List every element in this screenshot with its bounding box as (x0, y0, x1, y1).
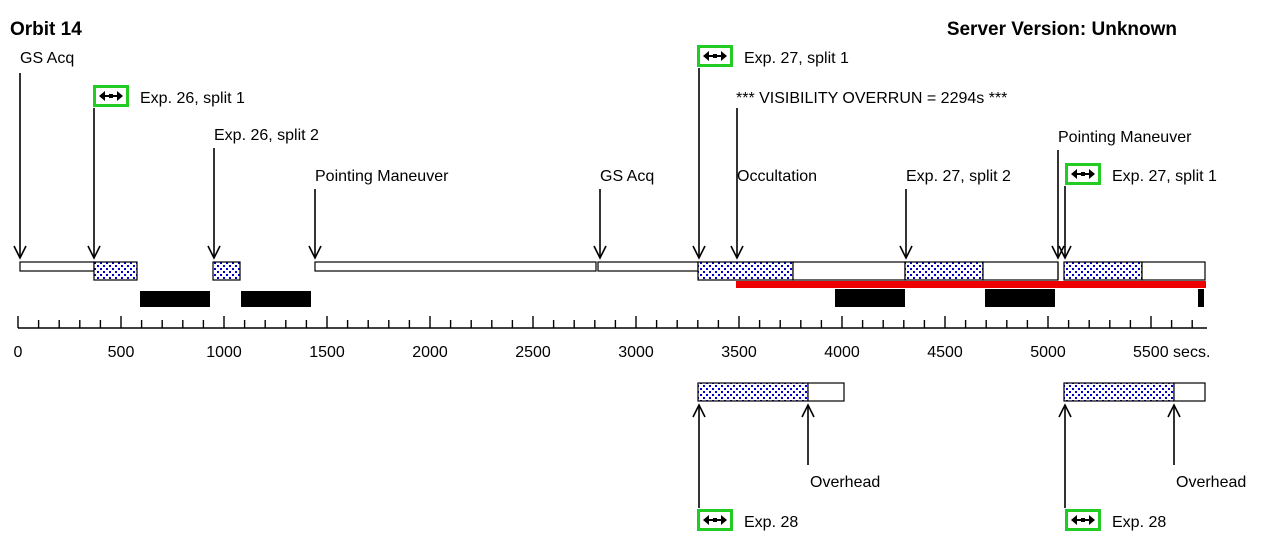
exp28-timeline-1: Overhead Exp. 28 (692, 382, 880, 531)
label-pointing-maneuver-1: Pointing Maneuver (315, 168, 449, 185)
bar-gs-acq-1 (19, 261, 95, 272)
label-gs-acq-2: GS Acq (600, 168, 654, 185)
tick-label: 1000 (206, 344, 242, 361)
arrow-exp27-split2 (899, 189, 913, 259)
bar-overhead-1 (807, 382, 845, 402)
bar-exp26-split1[interactable] (93, 261, 138, 281)
bar-exp27-split1-b[interactable] (1063, 261, 1143, 281)
tick-label: 1500 (309, 344, 345, 361)
bar-gap-occultation (792, 261, 906, 281)
arrow-pointing-maneuver-2 (1051, 150, 1065, 259)
arrow-pointing-maneuver-1 (308, 189, 322, 259)
arrow-gs-acq-2 (593, 189, 607, 259)
visibility-overrun-warning: *** VISIBILITY OVERRUN = 2294s *** (736, 90, 1007, 107)
label-occultation: Occultation (737, 168, 817, 185)
timeline-bars (19, 261, 1206, 281)
arrow-gs-acq-1 (13, 73, 27, 259)
occultation-block (1198, 289, 1204, 307)
orbit-title: Orbit 14 (10, 19, 82, 40)
arrow-occultation (730, 108, 744, 259)
label-gs-acq-1: GS Acq (20, 50, 74, 67)
tick-label: 3000 (618, 344, 654, 361)
bar-pointing-maneuver-1 (314, 261, 597, 272)
tick-label: 500 (108, 344, 135, 361)
occultation-block (835, 289, 905, 307)
axis-tick-labels: 0 500 1000 1500 2000 2500 3000 3500 4000… (14, 344, 1211, 361)
bar-exp27-split2[interactable] (904, 261, 984, 281)
bar-exp27-split1[interactable] (697, 261, 794, 281)
visibility-overrun-bar (736, 281, 1206, 288)
label-overhead-1: Overhead (810, 474, 880, 491)
label-exp26-split1: Exp. 26, split 1 (140, 90, 245, 107)
server-version: Server Version: Unknown (947, 19, 1177, 40)
tick-label: 2000 (412, 344, 448, 361)
exp28-timeline-2: Overhead Exp. 28 (1058, 382, 1246, 531)
label-overhead-2: Overhead (1176, 474, 1246, 491)
tick-label: 5500 secs. (1133, 344, 1210, 361)
tick-label: 4500 (927, 344, 963, 361)
label-pointing-maneuver-2: Pointing Maneuver (1058, 129, 1192, 146)
arrow-exp26-split1 (87, 108, 101, 259)
bar-end (1141, 261, 1206, 281)
label-exp28-1: Exp. 28 (744, 514, 798, 531)
arrow-exp27-split1-b (1058, 186, 1072, 259)
expand-icon-exp28-1[interactable] (697, 509, 733, 531)
occultation-block (241, 291, 311, 307)
expand-icon-exp27-split1-b[interactable] (1065, 163, 1101, 185)
occultation-blocks (140, 289, 1204, 307)
tick-label: 5000 (1030, 344, 1066, 361)
bar-gap-2 (982, 261, 1059, 281)
occultation-block (140, 291, 210, 307)
tick-label: 4000 (824, 344, 860, 361)
expand-icon-exp27-split1[interactable] (697, 45, 733, 67)
bar-exp28-2[interactable] (1063, 382, 1175, 402)
label-exp28-2: Exp. 28 (1112, 514, 1166, 531)
arrow-exp26-split2 (207, 148, 221, 259)
bar-exp28-1[interactable] (697, 382, 809, 402)
label-exp27-split2: Exp. 27, split 2 (906, 168, 1011, 185)
occultation-block (985, 289, 1055, 307)
expand-icon-exp28-2[interactable] (1065, 509, 1101, 531)
bar-exp26-split2[interactable] (212, 261, 241, 281)
arrow-exp27-split1 (692, 68, 706, 259)
tick-label: 2500 (515, 344, 551, 361)
bar-overhead-2 (1173, 382, 1206, 402)
label-exp27-split1: Exp. 27, split 1 (744, 50, 849, 67)
expand-icon-exp26-split1[interactable] (93, 85, 129, 107)
time-axis (17, 316, 1207, 329)
bar-gs-acq-2 (597, 261, 699, 272)
tick-label: 3500 (721, 344, 757, 361)
label-exp26-split2: Exp. 26, split 2 (214, 127, 319, 144)
label-exp27-split1-b: Exp. 27, split 1 (1112, 168, 1217, 185)
tick-label: 0 (14, 344, 23, 361)
